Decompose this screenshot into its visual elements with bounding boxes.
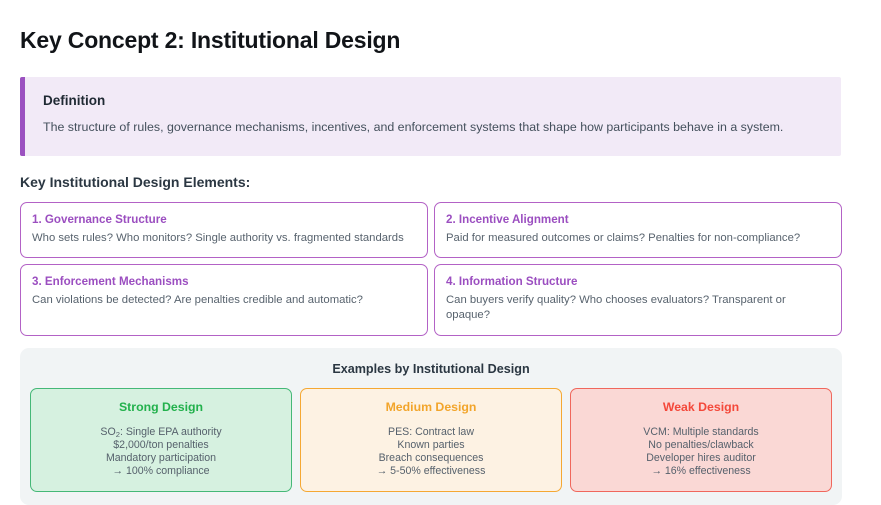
example-panel-title: Strong Design <box>118 399 204 414</box>
example-panel-line-4: → 100% compliance <box>112 465 210 478</box>
example-panel-line-1: VCM: Multiple standards <box>643 425 759 438</box>
example-panel-line-3: Mandatory participation <box>105 451 217 464</box>
example-panel-weak-design[interactable]: Weak Design VCM: Multiple standards No p… <box>570 387 832 493</box>
example-panel-line-2: $2,000/ton penalties <box>113 438 209 451</box>
element-card-enforcement-mechanisms[interactable]: 3. Enforcement Mechanisms Can violations… <box>20 264 428 336</box>
example-line-prefix: SO <box>100 425 116 438</box>
example-panel-line-4: → 16% effectiveness <box>651 465 751 478</box>
element-card-governance-structure[interactable]: 1. Governance Structure Who sets rules? … <box>20 201 428 259</box>
element-card-title: 3. Enforcement Mechanisms <box>32 275 189 289</box>
example-panel-line-2: No penalties/clawback <box>648 438 754 451</box>
element-card-text: Can buyers verify quality? Who chooses e… <box>446 294 786 322</box>
definition-callout: Definition The structure of rules, gover… <box>20 76 841 156</box>
element-card-text: Who sets rules? Who monitors? Single aut… <box>32 231 404 244</box>
definition-heading: Definition <box>43 92 106 108</box>
example-panel-title: Weak Design <box>662 399 740 414</box>
example-panel-line-1: PES: Contract law <box>388 425 474 438</box>
element-card-title: 4. Information Structure <box>446 275 578 289</box>
example-panel-title: Medium Design <box>385 399 477 414</box>
example-panel-line-1: SO2: Single EPA authority <box>39 426 283 439</box>
example-line-suffix: : Single EPA authority <box>119 425 222 438</box>
page-title: Key Concept 2: Institutional Design <box>20 27 401 53</box>
example-panel-line-3: Developer hires auditor <box>646 451 756 464</box>
example-panel-line-4: → 5-50% effectiveness <box>376 465 486 478</box>
element-card-information-structure[interactable]: 4. Information Structure Can buyers veri… <box>434 264 842 336</box>
element-card-incentive-alignment[interactable]: 2. Incentive Alignment Paid for measured… <box>434 201 842 259</box>
examples-section-heading: Examples by Institutional Design <box>332 361 530 376</box>
example-panel-medium-design[interactable]: Medium Design PES: Contract law Known pa… <box>300 387 562 493</box>
slide-root: Key Concept 2: Institutional Design Defi… <box>20 27 842 505</box>
definition-text: The structure of rules, governance mecha… <box>43 119 784 134</box>
examples-section: Examples by Institutional Design Strong … <box>20 347 842 505</box>
element-card-text: Paid for measured outcomes or claims? Pe… <box>446 231 801 244</box>
example-panel-line-3: Breach consequences <box>378 451 484 464</box>
example-line-subscript: 2 <box>115 429 120 439</box>
element-card-text: Can violations be detected? Are penaltie… <box>32 294 363 307</box>
element-card-grid: 1. Governance Structure Who sets rules? … <box>20 201 842 336</box>
element-card-title: 1. Governance Structure <box>32 212 167 226</box>
elements-section-heading: Key Institutional Design Elements: <box>20 173 251 190</box>
example-panel-strong-design[interactable]: Strong Design SO2: Single EPA authority … <box>30 387 292 493</box>
examples-row: Strong Design SO2: Single EPA authority … <box>30 387 832 493</box>
example-panel-line-2: Known parties <box>397 438 465 451</box>
element-card-title: 2. Incentive Alignment <box>446 212 569 226</box>
